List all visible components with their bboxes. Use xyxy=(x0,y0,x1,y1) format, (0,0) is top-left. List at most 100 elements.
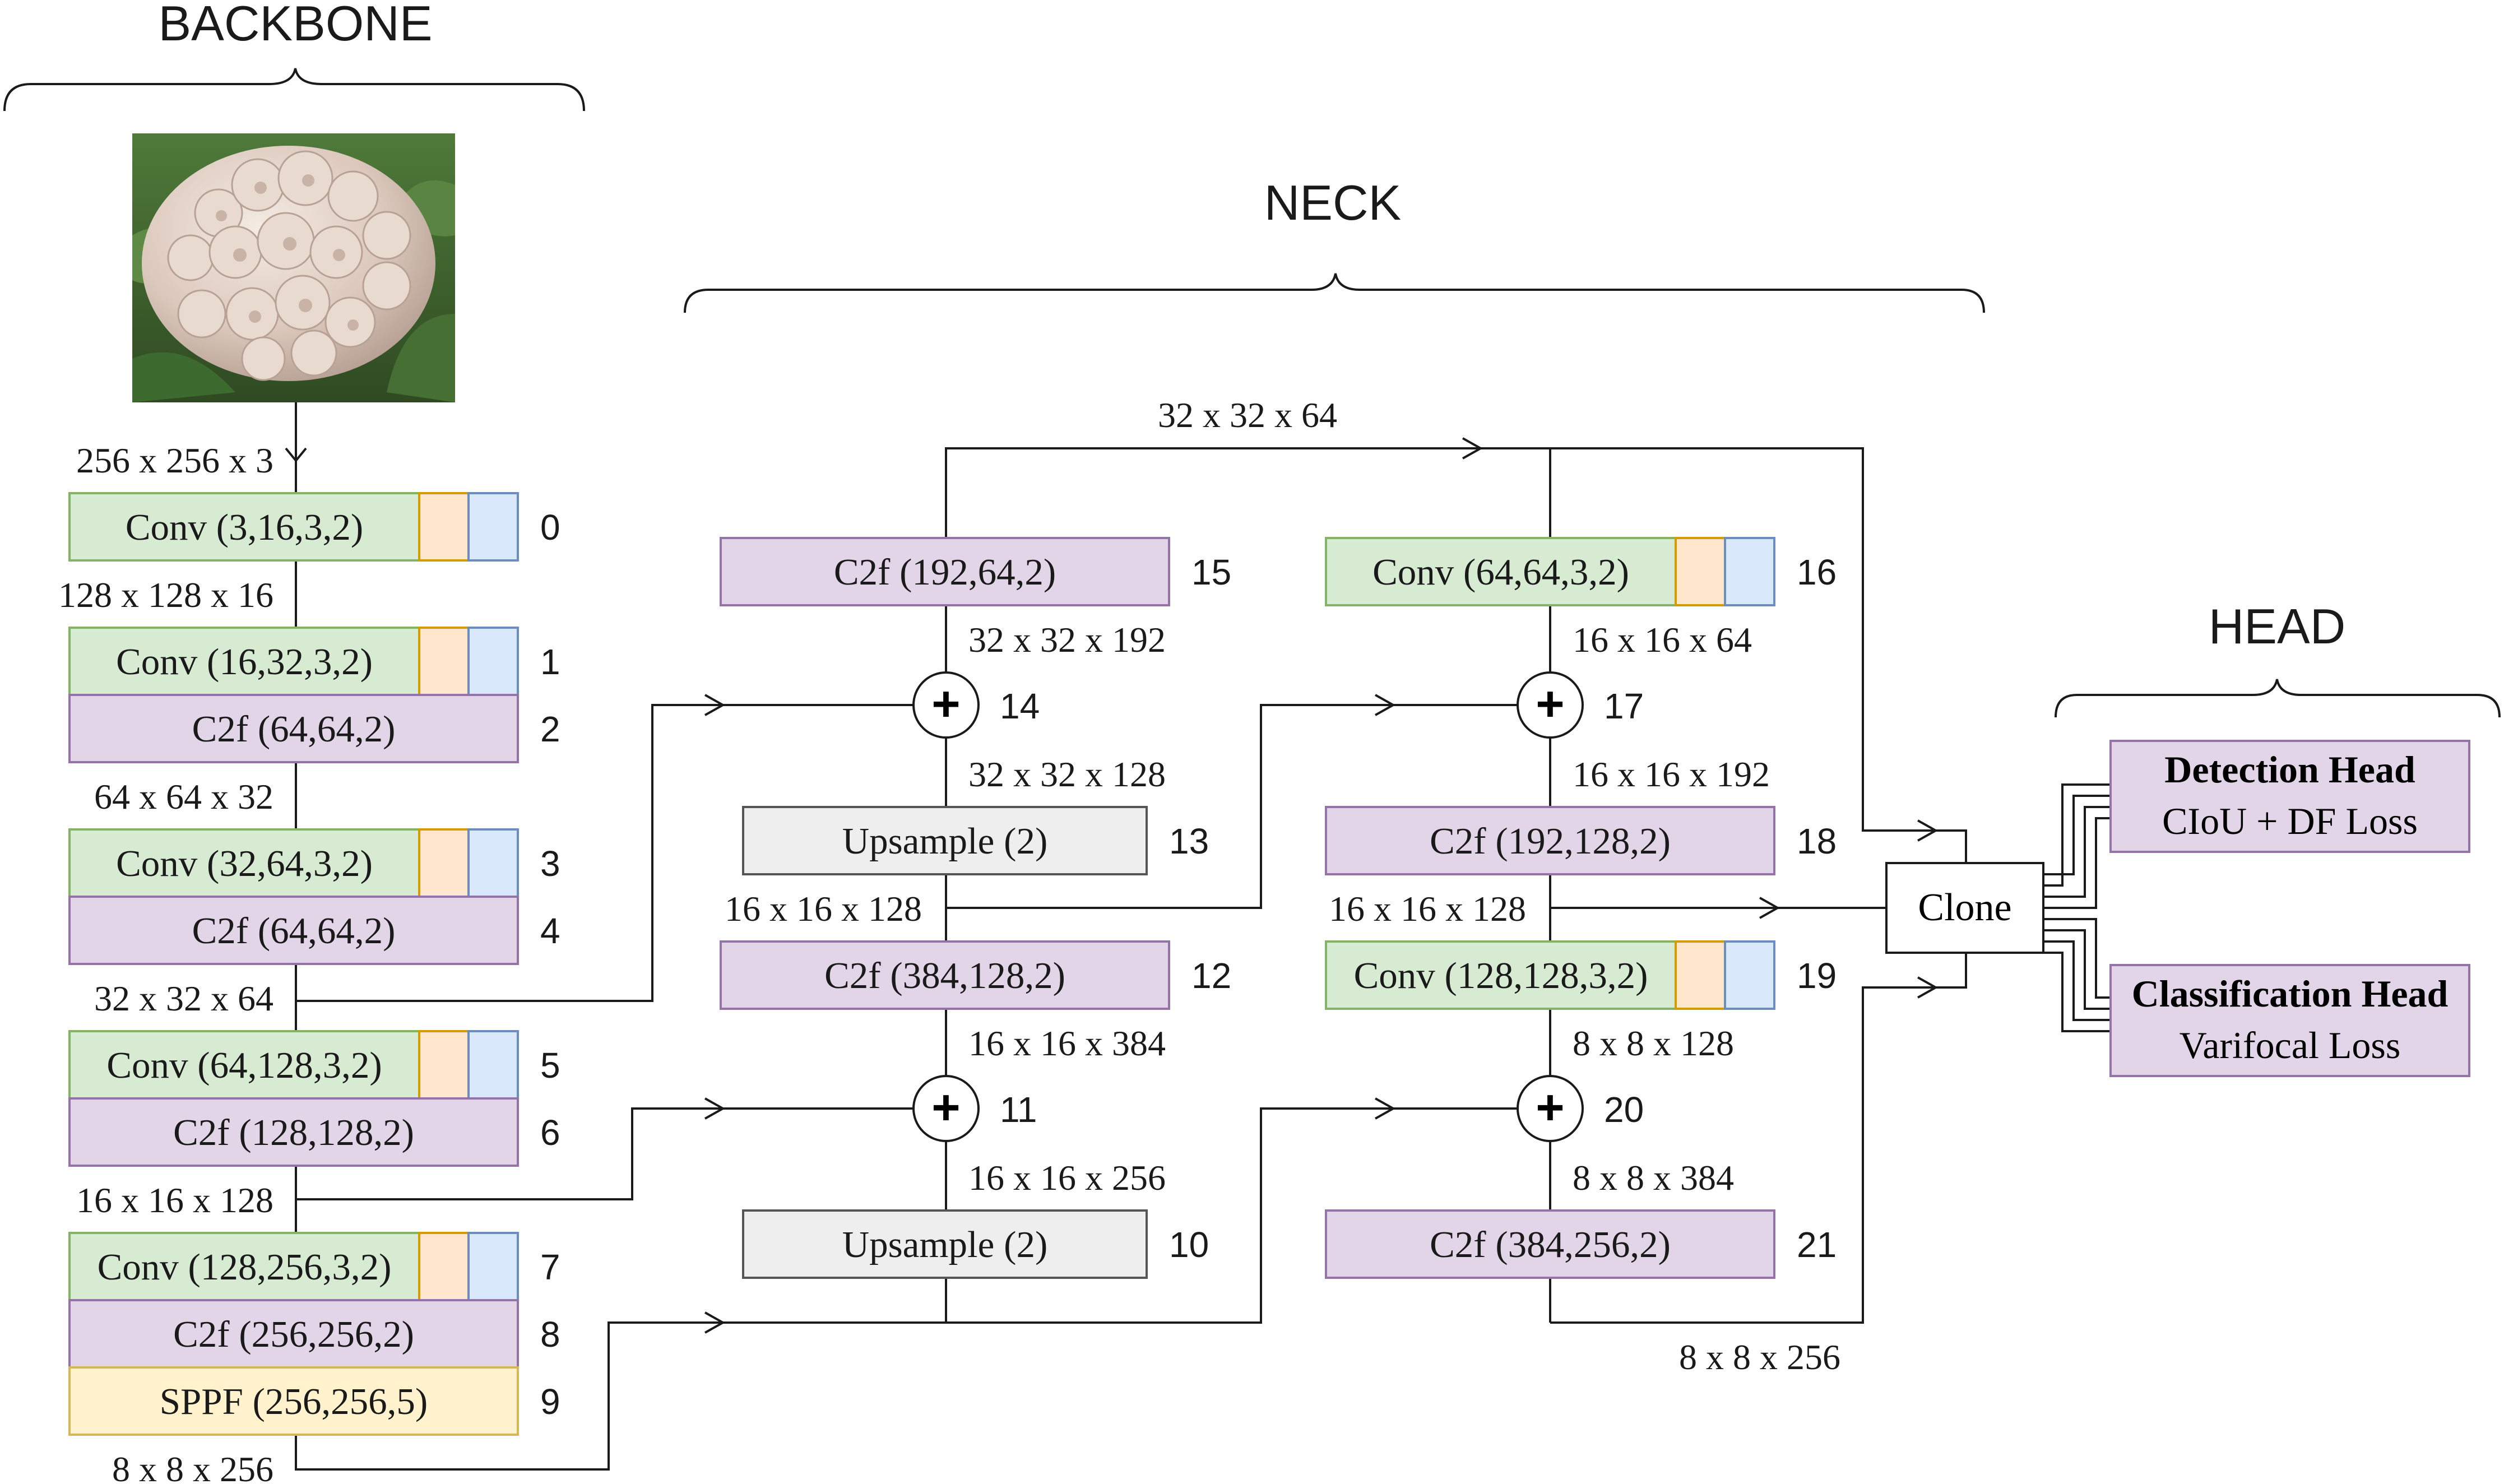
backbone-layer-5: Conv (64,128,3,2) 5 xyxy=(68,1030,560,1100)
backbone-layer-0: Conv (3,16,3,2) 0 xyxy=(68,492,560,562)
concat-node-20: + xyxy=(1517,1075,1584,1142)
backbone-layer-6: C2f (128,128,2) 6 xyxy=(68,1097,560,1167)
backbone-layer-0-batchnorm-cell xyxy=(418,492,470,562)
dim-neck-top: 32 x 32 x 64 xyxy=(1158,395,1337,435)
backbone-layer-0-label: Conv (3,16,3,2) xyxy=(126,507,363,548)
backbone-layer-7: Conv (128,256,3,2) 7 xyxy=(68,1232,560,1301)
neck-layer-16-label: Conv (64,64,3,2) xyxy=(1372,551,1629,593)
dim-after-16: 16 x 16 x 64 xyxy=(1573,620,1752,660)
backbone-layer-1-label: Conv (16,32,3,2) xyxy=(116,641,373,683)
concat-node-11: + xyxy=(912,1075,980,1142)
dim-after-13: 16 x 16 x 128 xyxy=(725,889,922,929)
backbone-layer-9-label: SPPF (256,256,5) xyxy=(160,1381,428,1422)
backbone-layer-1-index: 1 xyxy=(540,642,560,682)
backbone-layer-5-index: 5 xyxy=(540,1045,560,1086)
backbone-title: BACKBONE xyxy=(158,0,432,51)
dim-after-18: 16 x 16 x 128 xyxy=(1329,889,1526,929)
neck-layer-21: C2f (384,256,2) 21 xyxy=(1325,1209,1837,1279)
backbone-layer-2-index: 2 xyxy=(540,709,560,749)
index-20: 20 xyxy=(1604,1089,1644,1130)
concat-symbol-20: + xyxy=(1536,1079,1564,1135)
dim-after-15: 32 x 32 x 192 xyxy=(968,620,1166,660)
backbone-layer-2-label: C2f (64,64,2) xyxy=(192,708,396,750)
dim-after-6: 16 x 16 x 128 xyxy=(76,1180,273,1220)
backbone-connectors xyxy=(285,402,946,1471)
backbone-layer-7-index: 7 xyxy=(540,1247,560,1287)
neck-layer-12-index: 12 xyxy=(1191,956,1231,996)
backbone-layer-3: Conv (32,64,3,2) 3 xyxy=(68,828,560,898)
backbone-layer-3-batchnorm-cell xyxy=(418,828,470,898)
backbone-layer-3-index: 3 xyxy=(540,843,560,884)
neck-layer-18: C2f (192,128,2) 18 xyxy=(1325,806,1837,875)
neck-layer-16-batchnorm-cell xyxy=(1675,537,1726,606)
backbone-layer-7-activation-cell xyxy=(467,1232,519,1301)
neck-brace xyxy=(684,273,1985,313)
backbone-layer-6-index: 6 xyxy=(540,1112,560,1153)
neck-layer-18-label: C2f (192,128,2) xyxy=(1430,820,1671,862)
dim-after-14: 32 x 32 x 128 xyxy=(968,754,1166,794)
backbone-layer-2: C2f (64,64,2) 2 xyxy=(68,694,560,763)
backbone-layer-3-label: Conv (32,64,3,2) xyxy=(116,843,373,884)
clone-label: Clone xyxy=(1918,886,2011,929)
classification-head: Classification Head Varifocal Loss xyxy=(2109,964,2470,1077)
backbone-layer-9-index: 9 xyxy=(540,1381,560,1422)
neck-layer-10: Upsample (2)10 xyxy=(742,1209,1209,1279)
neck-layer-19-batchnorm-cell xyxy=(1675,940,1726,1010)
backbone-layer-8: C2f (256,256,2)8 xyxy=(68,1299,560,1369)
detection-head: Detection Head CIoU + DF Loss xyxy=(2109,740,2470,853)
backbone-layer-8-index: 8 xyxy=(540,1314,560,1355)
backbone-layer-4-label: C2f (64,64,2) xyxy=(192,910,396,952)
detection-head-title: Detection Head xyxy=(2164,748,2415,791)
backbone-layer-0-activation-cell xyxy=(467,492,519,562)
neck-layer-13-label: Upsample (2) xyxy=(842,820,1048,862)
neck-layer-15-label: C2f (192,64,2) xyxy=(834,551,1056,593)
backbone-layer-6-label: C2f (128,128,2) xyxy=(173,1112,414,1153)
backbone-layer-5-activation-cell xyxy=(467,1030,519,1100)
neck-layer-19: Conv (128,128,3,2)19 xyxy=(1325,940,1837,1010)
backbone-layer-4: C2f (64,64,2)4 xyxy=(68,896,560,965)
neck-layer-18-index: 18 xyxy=(1797,821,1837,861)
neck-title: NECK xyxy=(1264,175,1402,230)
neck-layer-16-index: 16 xyxy=(1797,552,1837,592)
neck-layer-21-index: 21 xyxy=(1797,1225,1837,1265)
neck-layer-15-index: 15 xyxy=(1191,552,1231,592)
clone-node: Clone xyxy=(1885,862,2044,954)
backbone-layer-5-batchnorm-cell xyxy=(418,1030,470,1100)
neck-layer-19-index: 19 xyxy=(1797,956,1837,996)
head-connectors xyxy=(2043,783,2111,1032)
index-14: 14 xyxy=(1000,686,1040,726)
concat-symbol-17: + xyxy=(1536,676,1564,731)
backbone-layer-7-label: Conv (128,256,3,2) xyxy=(98,1246,392,1288)
classification-head-title: Classification Head xyxy=(2132,972,2449,1015)
dim-after-11: 16 x 16 x 256 xyxy=(968,1158,1166,1198)
dim-after-12: 16 x 16 x 384 xyxy=(968,1023,1166,1063)
dim-after-9: 8 x 8 x 256 xyxy=(112,1449,273,1484)
neck-layer-10-label: Upsample (2) xyxy=(842,1224,1048,1265)
backbone-layer-5-label: Conv (64,128,3,2) xyxy=(106,1045,382,1086)
classification-head-loss: Varifocal Loss xyxy=(2180,1024,2401,1066)
index-17: 17 xyxy=(1604,686,1644,726)
dim-after-4: 32 x 32 x 64 xyxy=(94,978,273,1018)
backbone-layer-1-batchnorm-cell xyxy=(418,627,470,696)
neck-connectors xyxy=(945,437,1967,1324)
concat-symbol-11: + xyxy=(931,1079,960,1135)
dim-after-0: 128 x 128 x 16 xyxy=(58,575,273,615)
index-11: 11 xyxy=(1000,1089,1037,1130)
backbone-brace xyxy=(3,68,585,112)
backbone-layer-0-index: 0 xyxy=(540,507,560,548)
neck-layer-13: Upsample (2)13 xyxy=(742,806,1209,875)
neck-layer-21-label: C2f (384,256,2) xyxy=(1430,1224,1671,1265)
neck-layer-16-activation-cell xyxy=(1724,537,1775,606)
neck-layer-16: Conv (64,64,3,2) 16 xyxy=(1325,537,1837,606)
backbone-layer-3-activation-cell xyxy=(467,828,519,898)
dim-after-17: 16 x 16 x 192 xyxy=(1573,754,1770,794)
concat-symbol-14: + xyxy=(931,676,960,731)
head-brace xyxy=(2055,679,2501,718)
cauliflower-photo xyxy=(132,133,455,402)
dim-after-20: 8 x 8 x 384 xyxy=(1573,1158,1734,1198)
backbone-layer-1: Conv (16,32,3,2) 1 xyxy=(68,627,560,696)
neck-layer-12-label: C2f (384,128,2) xyxy=(824,955,1065,996)
